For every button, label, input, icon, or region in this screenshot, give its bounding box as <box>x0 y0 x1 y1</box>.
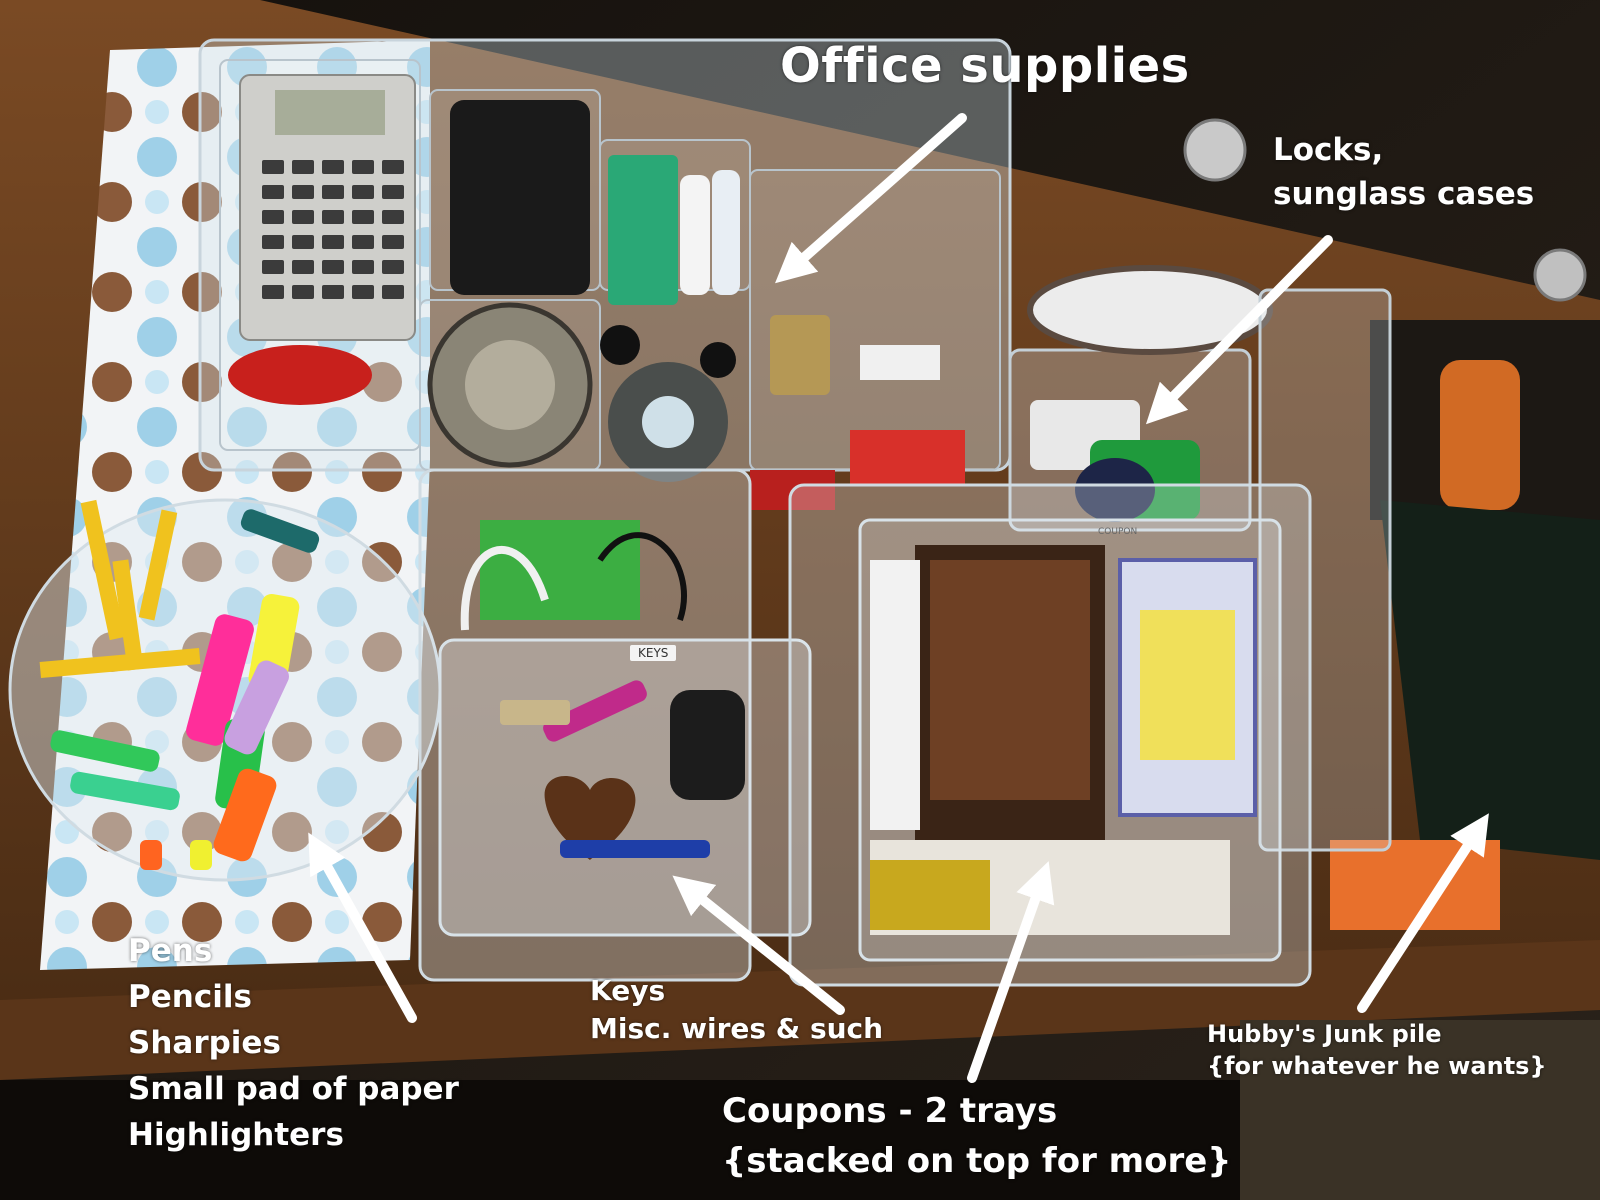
arrow-office-supplies <box>775 113 967 284</box>
arrow-hubby <box>1357 813 1489 1013</box>
arrow-pens <box>308 832 417 1023</box>
pencils <box>39 499 201 678</box>
label-keys-line: Keys <box>590 974 666 1007</box>
lip-balm <box>712 170 740 295</box>
coupon-tray-label: COUPON <box>1098 527 1138 537</box>
sharpies <box>50 509 320 870</box>
label-hubby-line: Hubby's Junk pile <box>1207 1020 1442 1048</box>
calculator-keys <box>262 160 404 299</box>
label-pens-line: Sharpies <box>128 1025 281 1061</box>
calculator-display <box>275 90 385 135</box>
rubber-grommet <box>700 342 736 378</box>
baking-soda-box <box>1330 840 1500 930</box>
highlighters <box>186 593 300 862</box>
coupon-envelope-label <box>1140 610 1235 760</box>
coupon-sheet <box>870 560 920 830</box>
label-pens: Pens Pencils Sharpies Small pad of paper… <box>128 928 459 1158</box>
coupon-insert <box>870 860 990 930</box>
black-wallet <box>450 100 590 295</box>
blue-flashlight <box>560 840 710 858</box>
orange-cord <box>1440 360 1520 510</box>
white-cable <box>460 545 549 631</box>
label-locks-line: Locks, <box>1273 132 1384 168</box>
label-pens-line: Pens <box>128 933 213 969</box>
drawer-front-lip <box>0 940 1600 1080</box>
label-pens-line: Highlighters <box>128 1117 344 1153</box>
pink-key <box>543 680 647 742</box>
arrow-locks <box>1145 235 1333 425</box>
clear-bin <box>1258 288 1392 852</box>
rug <box>1240 1020 1600 1200</box>
cabinet-knob <box>1183 118 1247 182</box>
green-binder <box>1380 500 1600 860</box>
label-keys-line: Misc. wires & such <box>590 1012 884 1045</box>
label-locks: Locks, sunglass cases <box>1273 128 1534 216</box>
label-hubby-junk: Hubby's Junk pile {for whatever he wants… <box>1207 1018 1547 1082</box>
label-keys: Keys Misc. wires & such <box>590 972 883 1048</box>
car-key-fob <box>670 690 745 800</box>
black-cable <box>597 532 687 621</box>
small-keys <box>770 315 830 395</box>
rubber-grommet <box>600 325 640 365</box>
label-coupons: Coupons - 2 trays {stacked on top for mo… <box>722 1086 1232 1186</box>
magazine-cover <box>930 560 1090 800</box>
label-pens-line: Pencils <box>128 979 252 1015</box>
padlock <box>1075 458 1155 522</box>
label-pens-line: Small pad of paper <box>128 1071 459 1107</box>
arrow-keys <box>672 875 845 1015</box>
gum-pack <box>608 155 678 305</box>
lock-plate-center <box>465 340 555 430</box>
barcode-tag <box>860 345 940 380</box>
label-coupons-line: Coupons - 2 trays <box>722 1091 1058 1131</box>
label-hubby-line: {for whatever he wants} <box>1207 1052 1547 1080</box>
arrow-coupons <box>967 861 1055 1083</box>
green-card <box>480 520 640 620</box>
red-stapler <box>228 345 372 405</box>
label-coupons-line: {stacked on top for more} <box>722 1141 1232 1181</box>
house-keys <box>500 700 570 725</box>
annotation-arrows <box>308 113 1489 1083</box>
label-locks-line: sunglass cases <box>1273 176 1535 212</box>
label-office-line: Office supplies <box>780 38 1190 94</box>
staples-box <box>850 430 965 485</box>
lip-balm <box>680 175 710 295</box>
keys-tray-label: KEYS <box>630 645 677 661</box>
label-office-supplies: Office supplies <box>780 38 1190 94</box>
heart-keychain <box>544 776 636 860</box>
cabinet-knob <box>1533 248 1587 302</box>
sunglass-case <box>1027 265 1273 355</box>
tape-roll-center <box>642 396 694 448</box>
